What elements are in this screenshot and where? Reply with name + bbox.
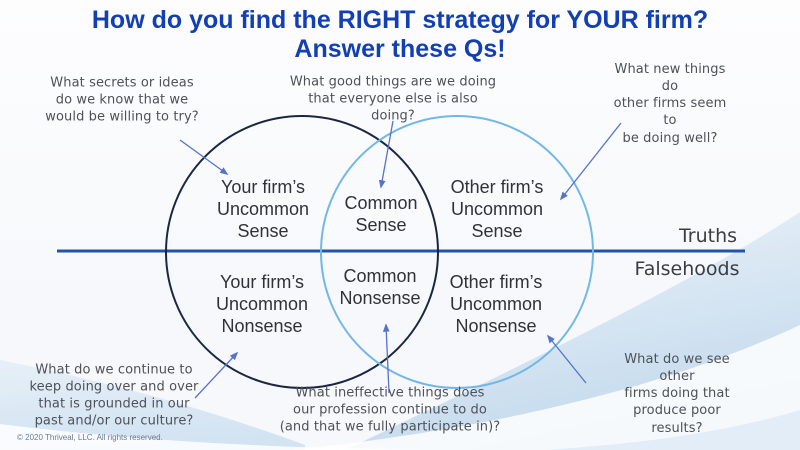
other-firm-circle bbox=[320, 115, 594, 389]
question-top-left: What secrets or ideas do we know that we… bbox=[45, 75, 199, 125]
question-top-middle: What good things are we doing that every… bbox=[289, 74, 497, 124]
question-bottom-right: What do we see other firms doing that pr… bbox=[624, 352, 730, 436]
arrow-to-your-uncommon-nonsense bbox=[194, 351, 239, 399]
swoosh-right-white-wave bbox=[290, 325, 800, 450]
swoosh-left-white-wave bbox=[0, 424, 440, 450]
venn-label-your-uncommon-sense: Your firm’s Uncommon Sense bbox=[216, 177, 310, 241]
copyright-text: © 2020 Thriveal, LLC. All rights reserve… bbox=[17, 433, 163, 442]
arrow-to-common-sense bbox=[378, 120, 394, 189]
question-bottom-middle: What ineffective things does our profess… bbox=[279, 385, 501, 435]
venn-label-other-uncommon-nonsense: Other firm’s Uncommon Nonsense bbox=[449, 272, 543, 336]
venn-label-other-uncommon-sense: Other firm’s Uncommon Sense bbox=[450, 177, 544, 241]
venn-label-common-sense: Common Sense bbox=[344, 193, 418, 235]
question-bottom-left: What do we continue to keep doing over a… bbox=[29, 362, 199, 430]
swoosh-left-blue bbox=[0, 360, 305, 450]
venn-label-your-uncommon-nonsense: Your firm’s Uncommon Nonsense bbox=[215, 272, 309, 336]
falsehoods-label: Falsehoods bbox=[634, 258, 740, 280]
slide-title-line-1: How do you find the RIGHT strategy for Y… bbox=[91, 6, 709, 34]
arrow-to-common-nonsense bbox=[382, 323, 390, 394]
venn-label-common-nonsense: Common Nonsense bbox=[339, 266, 421, 308]
slide-title: How do you find the RIGHT strategy for Y… bbox=[0, 6, 800, 64]
slide-title-line-2: Answer these Qs! bbox=[294, 35, 506, 63]
truths-label: Truths bbox=[678, 225, 738, 247]
arrow-to-other-uncommon-sense bbox=[559, 122, 622, 201]
arrow-to-your-uncommon-sense bbox=[179, 139, 229, 175]
question-top-right: What new things do other firms seem to b… bbox=[613, 62, 727, 146]
arrow-to-other-uncommon-nonsense bbox=[546, 334, 587, 384]
swoosh-bottom-right-blue bbox=[545, 410, 800, 450]
your-firm-circle bbox=[165, 115, 439, 389]
